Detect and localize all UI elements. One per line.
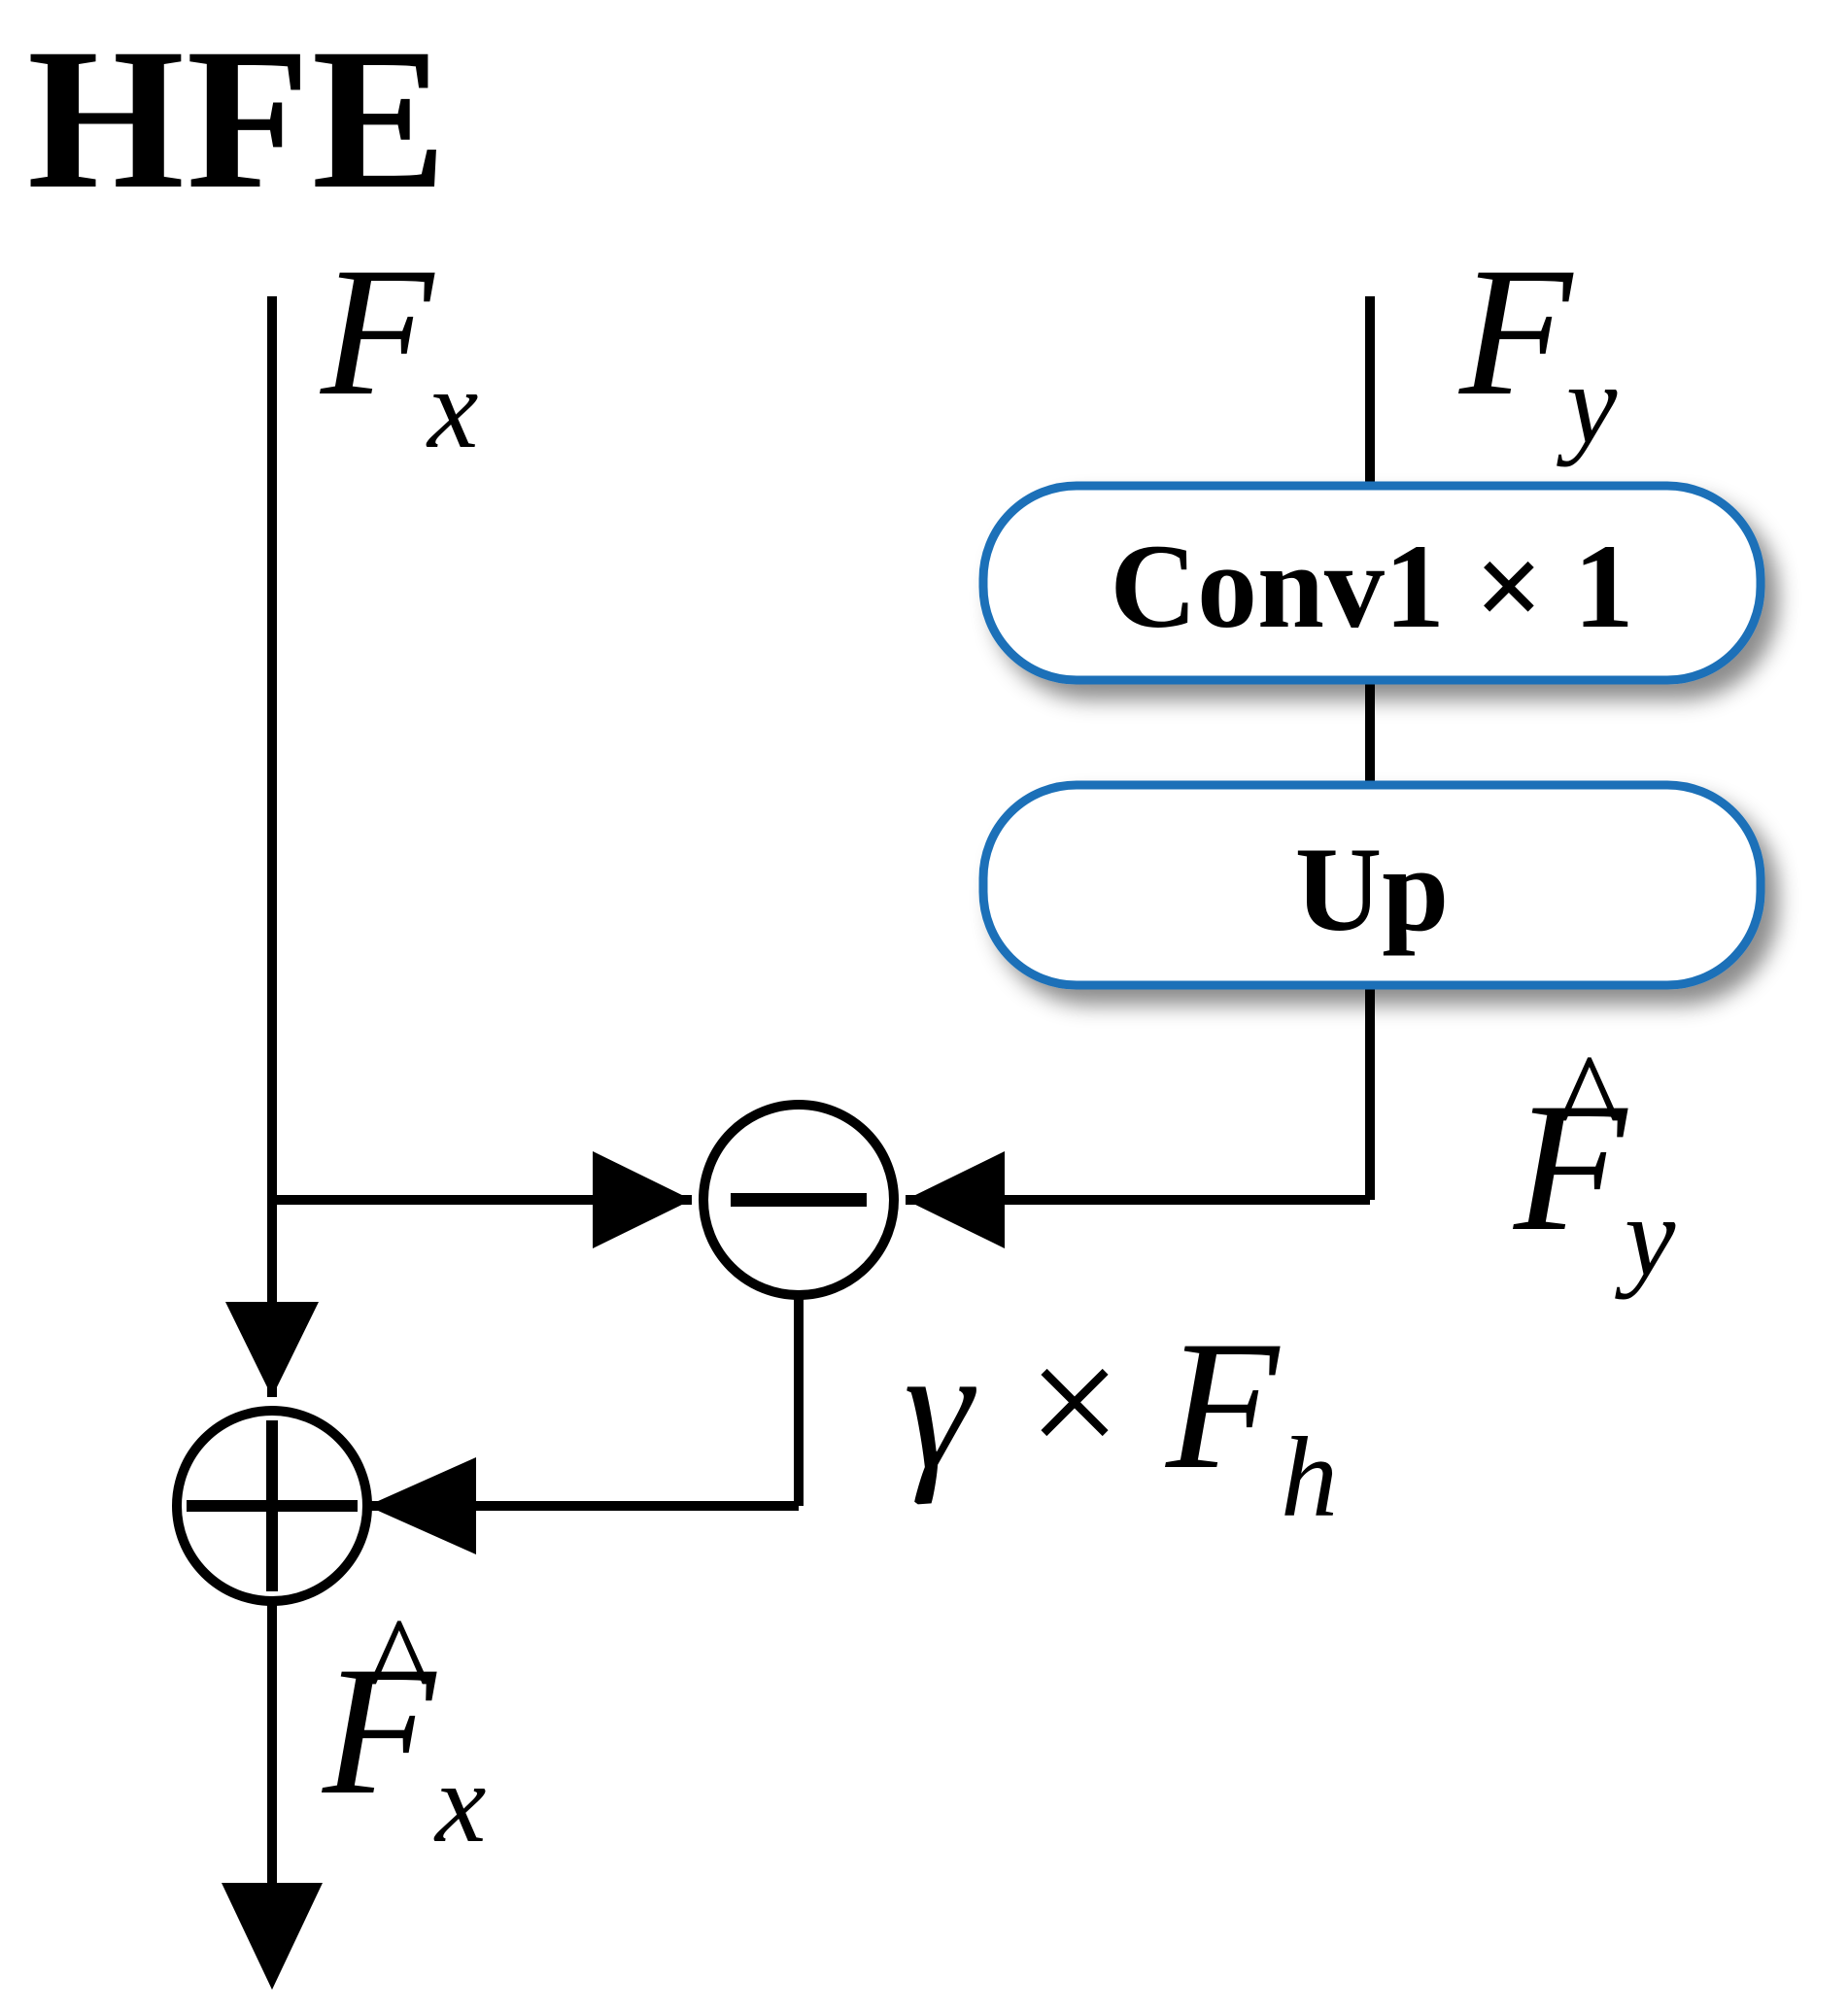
label-fy-hat: ^ F y [1512, 1026, 1676, 1300]
fy-hat-to-subtract-arrowhead [906, 1151, 1005, 1248]
label-fx-hat-base: F [321, 1629, 437, 1833]
label-fy-hat-hat: ^ [1555, 1026, 1620, 1177]
label-fy-base: F [1457, 230, 1574, 434]
conv1x1-block: Conv1 × 1 [978, 481, 1765, 685]
label-times: × [1028, 1311, 1121, 1493]
label-fx-base: F [319, 230, 435, 434]
label-fh-sub: h [1281, 1414, 1338, 1541]
fx-to-add-arrowhead [225, 1302, 319, 1397]
label-fh-base: F [1164, 1304, 1281, 1508]
label-fx-sub: x [426, 345, 478, 472]
label-fx-hat-hat: ^ [364, 1589, 429, 1740]
label-fy: F y [1457, 230, 1618, 467]
label-fy-hat-sub: y [1615, 1173, 1676, 1300]
fh-to-add-arrowhead [367, 1457, 476, 1554]
up-block: Up [978, 780, 1765, 990]
label-fy-hat-base: F [1512, 1066, 1628, 1270]
diagram-title: HFE [27, 7, 449, 230]
label-gamma-fh: γ × F h [904, 1304, 1338, 1541]
add-node [172, 1406, 372, 1606]
output-arrowhead [222, 1883, 323, 1990]
label-fx: F x [319, 230, 478, 472]
label-fx-hat: ^ F x [321, 1589, 486, 1866]
fx-to-subtract-arrowhead [593, 1151, 692, 1248]
label-gamma: γ [904, 1312, 976, 1505]
label-fx-hat-sub: x [433, 1739, 486, 1866]
up-label: Up [1295, 823, 1450, 956]
label-fy-sub: y [1557, 340, 1618, 467]
conv1x1-label: Conv1 × 1 [1110, 520, 1633, 653]
subtract-node [699, 1100, 899, 1300]
